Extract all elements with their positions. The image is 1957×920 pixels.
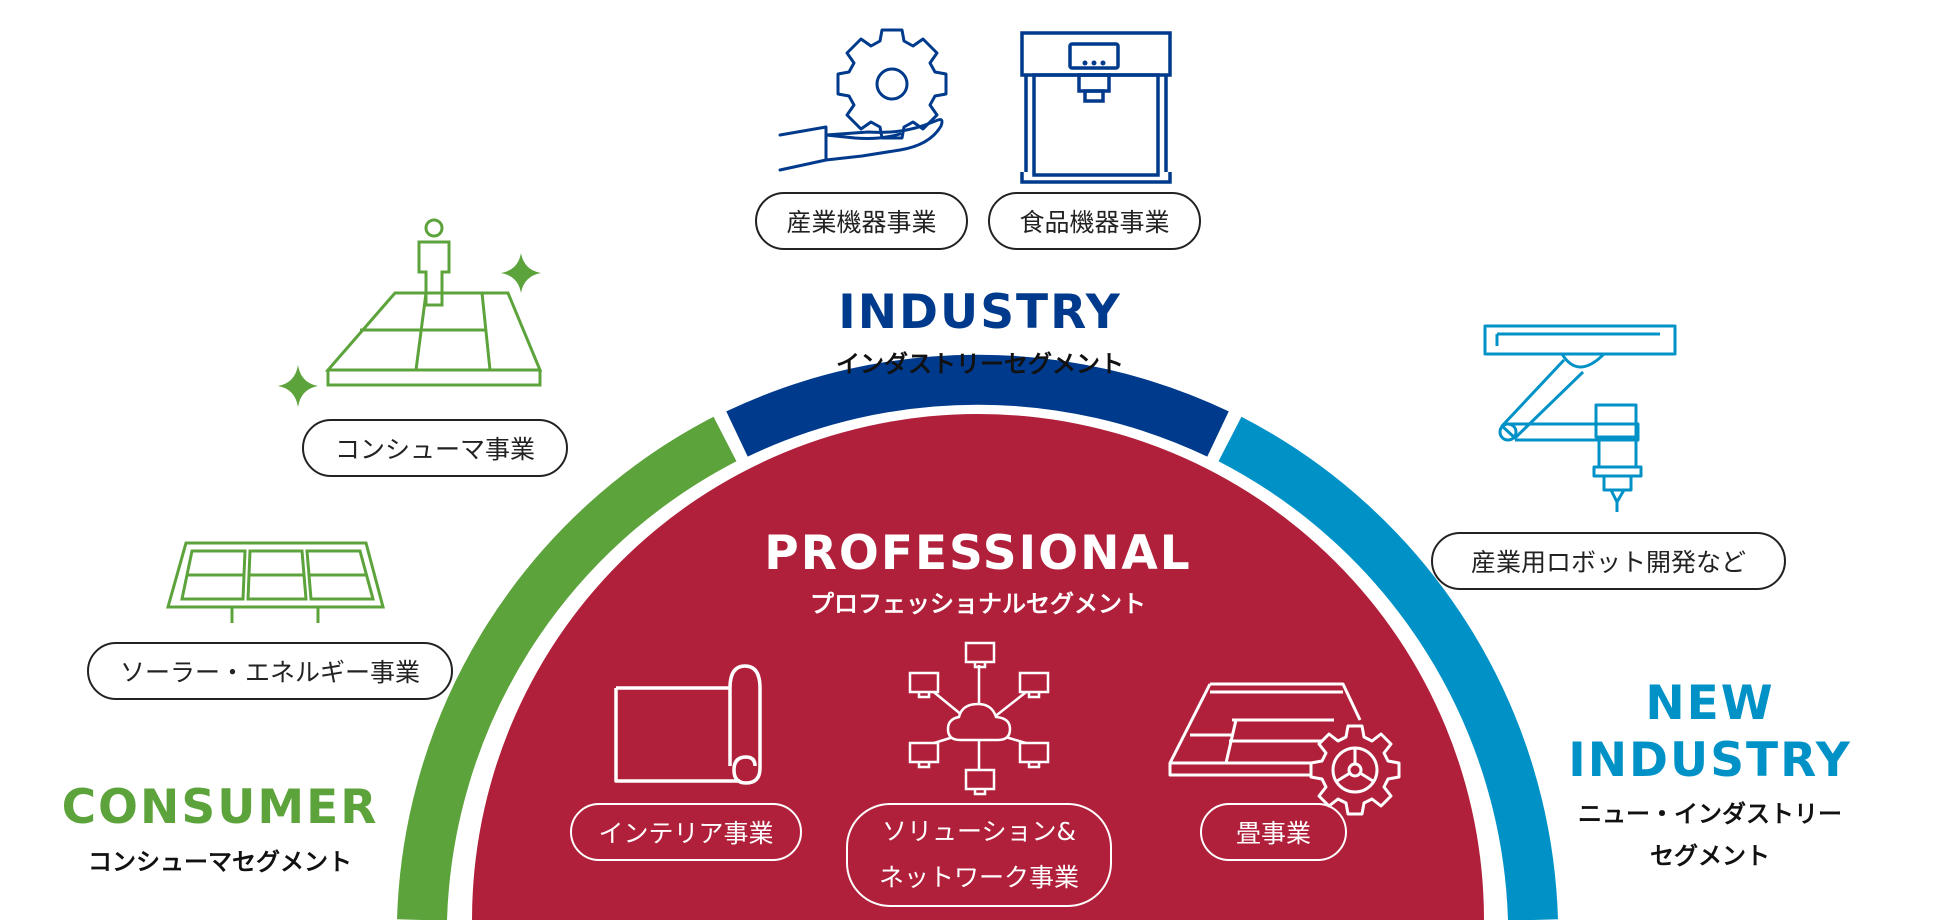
business-solar-energy[interactable]: ソーラー・エネルギー事業 (87, 642, 453, 700)
new-industry-title-line1: NEW (1645, 676, 1775, 731)
robot-arm-icon (1483, 324, 1677, 512)
professional-title: PROFESSIONAL (764, 526, 1192, 581)
business-consumer[interactable]: コンシューマ事業 (302, 419, 568, 477)
solution-network-line1: ソリューション& (882, 817, 1076, 846)
business-industrial-equipment[interactable]: 産業機器事業 (755, 192, 968, 250)
business-food-equipment[interactable]: 食品機器事業 (988, 192, 1201, 250)
business-industrial-robot[interactable]: 産業用ロボット開発など (1431, 532, 1786, 590)
new-industry-title-line2: INDUSTRY (1568, 733, 1852, 788)
tatami-gear-icon (1168, 682, 1401, 816)
consumer-subtitle: コンシューマセグメント (88, 848, 352, 876)
industry-subtitle: インダストリーセグメント (836, 350, 1124, 378)
tatami-person-icon (324, 218, 543, 387)
new-industry-subtitle-line1: ニュー・インダストリー (1578, 800, 1842, 828)
gear-hand-icon (778, 28, 948, 172)
cloud-network-icon (908, 641, 1050, 796)
business-tatami[interactable]: 畳事業 (1200, 803, 1347, 861)
business-solution-network[interactable]: ソリューション& ネットワーク事業 (846, 803, 1112, 907)
business-interior[interactable]: インテリア事業 (570, 803, 802, 861)
carpet-roll-icon (614, 664, 762, 785)
professional-subtitle: プロフェッショナルセグメント (810, 590, 1146, 618)
new-industry-subtitle-line2: セグメント (1650, 842, 1770, 870)
industry-title: INDUSTRY (838, 285, 1122, 340)
consumer-arc (397, 416, 737, 920)
consumer-title: CONSUMER (61, 780, 379, 835)
solar-panel-icon (166, 541, 385, 623)
new-industry-arc (1218, 416, 1558, 920)
food-machine-icon (1020, 31, 1172, 184)
industry-arc (726, 354, 1229, 457)
solution-network-line2: ネットワーク事業 (878, 863, 1079, 892)
